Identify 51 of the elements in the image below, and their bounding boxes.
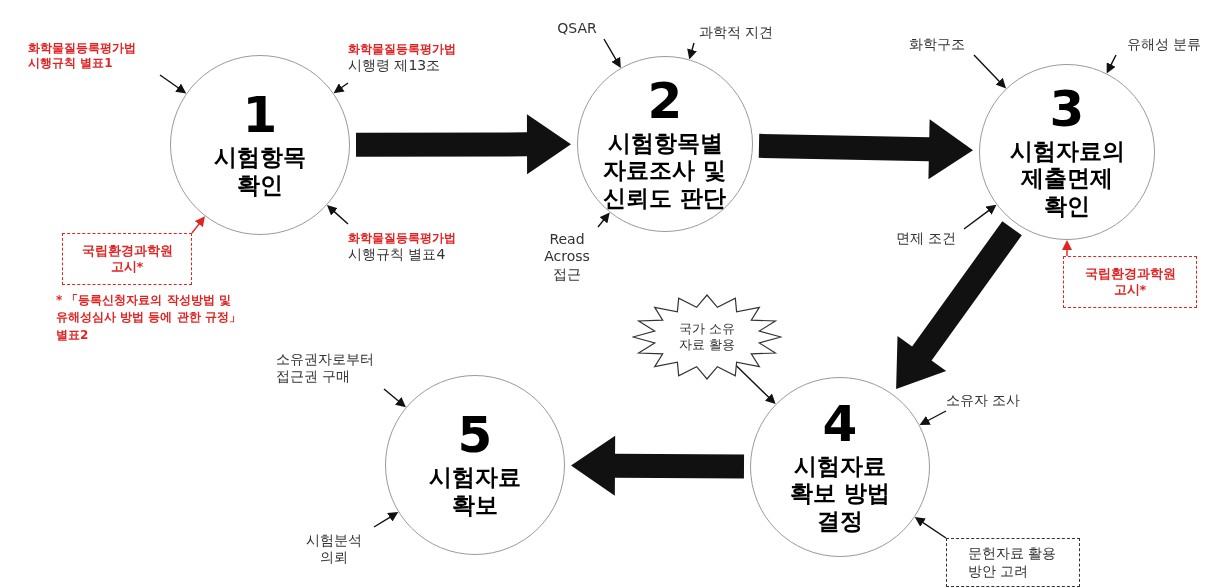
step-number: 2 xyxy=(647,75,683,126)
arrow xyxy=(383,388,407,408)
annotation-text: Read Across 접근 xyxy=(543,230,591,284)
annotation-text: 과학적 지견 xyxy=(698,24,774,42)
block-arrow xyxy=(896,221,1022,390)
step-number: 1 xyxy=(242,90,278,141)
arrow xyxy=(373,511,399,528)
annotation-text: 화학구조 xyxy=(909,36,965,54)
dashed-note-box xyxy=(946,538,1080,587)
arrow xyxy=(191,215,206,234)
arrow xyxy=(1106,54,1117,75)
note-text: 문헌자료 활용 방안 고려 xyxy=(968,545,1058,580)
arrow xyxy=(603,38,622,69)
step-number: 4 xyxy=(822,398,858,449)
note-text: 국립환경과학원 고시* xyxy=(1083,265,1177,299)
dashed-note-box xyxy=(1063,256,1197,308)
dashed-note-box xyxy=(62,233,192,285)
step-title: 시험자료 확보 xyxy=(428,464,522,520)
step-title: 시험자료의 제출면제 확인 xyxy=(1008,137,1126,221)
law-reference: 화학물질등록평가법 xyxy=(348,230,456,246)
arrow xyxy=(326,204,349,225)
annotation-text: 소유권자로부터 접근권 구매 xyxy=(276,350,375,386)
footnote-text: * 「등록신청자료의 작성방법 및 유해성심사 방법 등에 관한 규정」 별표2 xyxy=(56,292,242,344)
arrow xyxy=(914,516,947,539)
annotation-text: 시행령 제13조 xyxy=(348,56,441,75)
note-text: 국가 소유 자료 활용 xyxy=(677,320,737,354)
law-reference: 화학물질등록평가법 시행규칙 별표1 xyxy=(28,41,137,71)
step-number: 3 xyxy=(1049,83,1085,134)
step-number: 5 xyxy=(457,410,493,461)
arrow xyxy=(159,74,187,95)
arrow xyxy=(963,204,998,230)
arrow xyxy=(332,82,349,94)
block-arrow xyxy=(758,119,973,180)
annotation-text: 시험분석 의뢰 xyxy=(305,531,363,567)
annotation-text: 유해성 분류 xyxy=(1126,36,1202,54)
note-text: 국립환경과학원 고시* xyxy=(80,242,174,276)
annotation-text: QSAR xyxy=(557,20,597,38)
arrow xyxy=(597,211,611,228)
arrow xyxy=(973,54,1007,90)
arrow xyxy=(1062,239,1072,257)
annotation-text: 면제 조건 xyxy=(895,230,957,248)
law-reference: 화학물질등록평가법 xyxy=(348,41,456,57)
block-arrow xyxy=(571,435,745,496)
annotation-text: 시행규칙 별표4 xyxy=(348,245,446,264)
arrow xyxy=(918,410,947,426)
step-title: 시험항목 확인 xyxy=(213,144,307,200)
annotation-text: 소유자 조사 xyxy=(946,392,1021,410)
arrow xyxy=(687,42,697,61)
block-arrow xyxy=(355,114,571,175)
step-title: 시험자료 확보 방법 결정 xyxy=(789,452,891,536)
step-title: 시험항목별 자료조사 및 신뢰도 판단 xyxy=(602,129,728,213)
